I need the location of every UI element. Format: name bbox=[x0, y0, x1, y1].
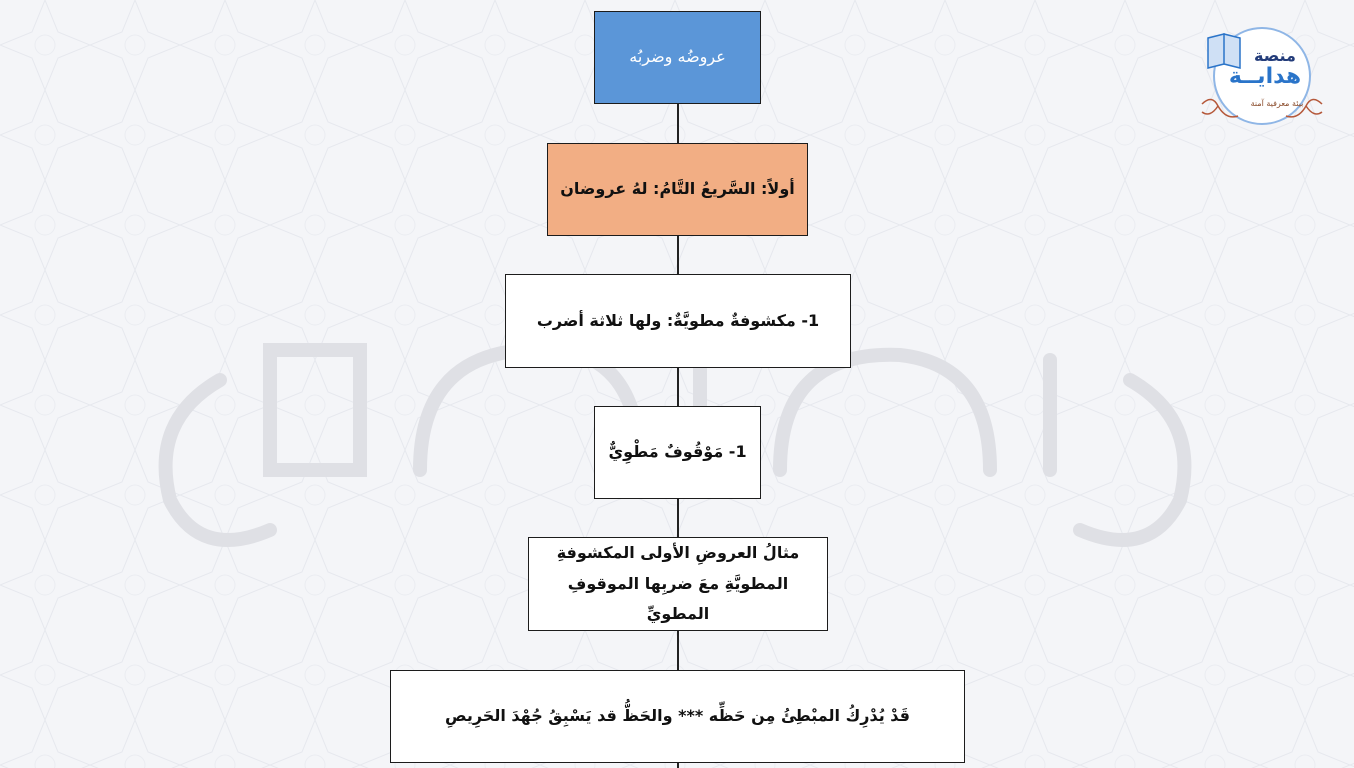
book-icon bbox=[1207, 33, 1241, 69]
connector-line bbox=[677, 630, 679, 671]
node-verse-text: قَدْ يُدْرِكُ المبْطِئُ مِن حَظِّه *** و… bbox=[445, 706, 910, 726]
logo-title: منصة bbox=[1254, 46, 1296, 65]
node-subtype: 1- مكشوفةٌ مطويَّةٌ: ولها ثلاثة أضرب bbox=[505, 274, 851, 368]
node-subtype-text: 1- مكشوفةٌ مطويَّةٌ: ولها ثلاثة أضرب bbox=[536, 310, 820, 330]
connector-line bbox=[677, 762, 679, 768]
logo-tagline: بيئة معرفية آمنة bbox=[1250, 99, 1304, 108]
node-title: عروضُه وضربُه bbox=[594, 11, 761, 104]
node-heading: أولاً: السَّريعُ التَّامُ: لهُ عروضان bbox=[547, 143, 808, 236]
node-heading-text: أولاً: السَّريعُ التَّامُ: لهُ عروضان bbox=[560, 179, 795, 199]
node-example-label-text: مثالُ العروضِ الأولى المكشوفةِ المطويَّة… bbox=[556, 543, 800, 624]
node-verse: قَدْ يُدْرِكُ المبْطِئُ مِن حَظِّه *** و… bbox=[390, 670, 965, 763]
ornament-left-icon bbox=[1201, 98, 1239, 118]
connector-line bbox=[677, 498, 679, 538]
node-form: 1- مَوْقُوفٌ مَطْوِيٌّ bbox=[594, 406, 761, 499]
node-example-label: مثالُ العروضِ الأولى المكشوفةِ المطويَّة… bbox=[528, 537, 828, 631]
connector-line bbox=[677, 103, 679, 144]
node-title-text: عروضُه وضربُه bbox=[629, 47, 726, 67]
ornament-right-icon bbox=[1285, 98, 1323, 118]
node-form-text: 1- مَوْقُوفٌ مَطْوِيٌّ bbox=[608, 442, 747, 462]
platform-logo bbox=[1201, 27, 1323, 125]
connector-line bbox=[677, 235, 679, 275]
logo-name: هدايــة bbox=[1228, 64, 1302, 89]
connector-line bbox=[677, 367, 679, 407]
